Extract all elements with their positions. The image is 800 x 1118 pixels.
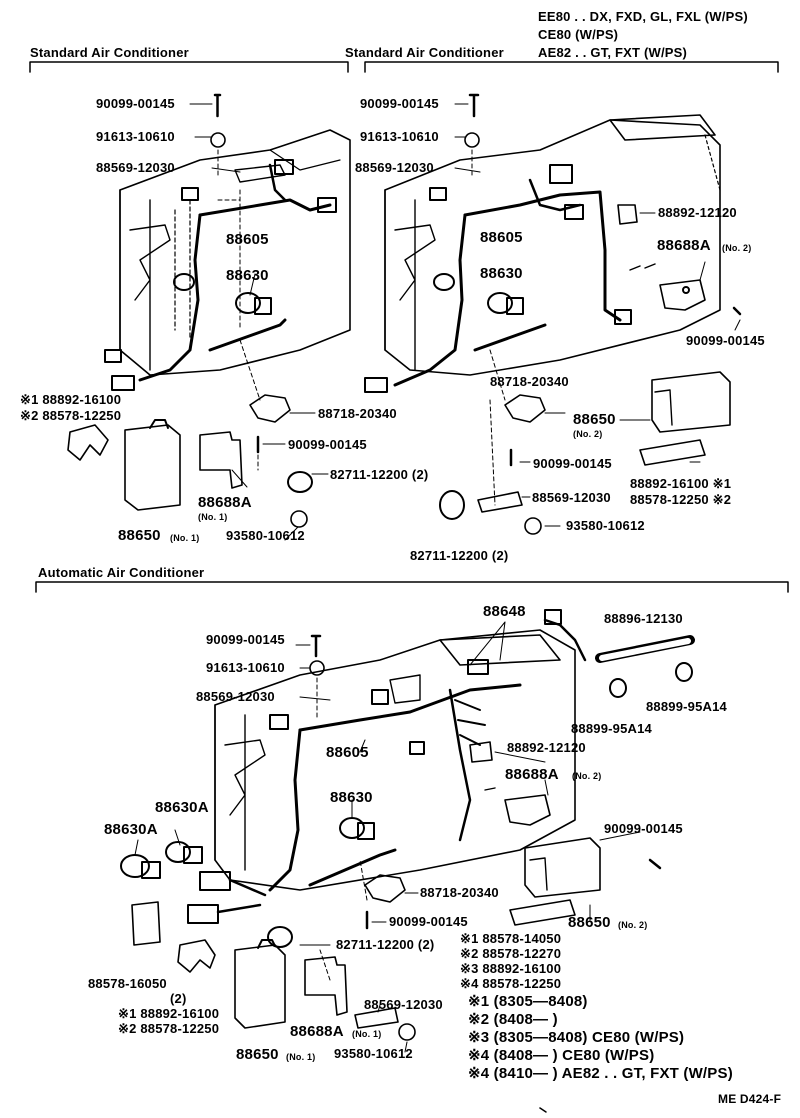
part-label: 88899-95A14	[571, 721, 652, 736]
part-label: (No. 1)	[198, 512, 228, 522]
right-section-title: Standard Air Conditioner	[345, 45, 504, 60]
part-label: 88650	[118, 527, 161, 544]
part-label: ※1 88892-16100	[20, 392, 122, 407]
part-label: 88688A	[198, 494, 252, 511]
part-label: 88650	[568, 914, 611, 931]
part-label: 90099-00145	[360, 96, 439, 111]
part-label: ※1 88892-16100	[118, 1006, 220, 1021]
bottom-section-title: Automatic Air Conditioner	[38, 565, 205, 580]
part-label: 88718-20340	[490, 374, 569, 389]
part-label: 88718-20340	[420, 885, 499, 900]
part-label: 90099-00145	[533, 456, 612, 471]
part-label: ※4 88578-12250	[460, 976, 562, 991]
part-label: 91613-10610	[206, 660, 285, 675]
part-label: 88630	[330, 789, 373, 806]
part-label: 82711-12200 (2)	[336, 937, 435, 952]
part-label: 88688A	[505, 766, 559, 783]
part-label: 88605	[480, 229, 523, 246]
part-label: 93580-10612	[334, 1046, 413, 1061]
part-label: 88578-16050	[88, 976, 167, 991]
date-note: ※3 (8305—8408) CE80 (W/PS)	[468, 1029, 685, 1046]
part-label: (No. 2)	[722, 243, 752, 253]
header-models-line1: EE80 . . DX, FXD, GL, FXL (W/PS)	[538, 9, 748, 24]
part-label: 88896-12130	[604, 611, 683, 626]
left-section-title: Standard Air Conditioner	[30, 45, 189, 60]
right-ac-unit	[364, 93, 742, 535]
part-label: 88892-12120	[658, 205, 737, 220]
part-label: (No. 2)	[572, 771, 602, 781]
part-label: 88892-16100 ※1	[630, 476, 732, 491]
date-note: ※4 (8410— ) AE82 . . GT, FXT (W/PS)	[468, 1065, 733, 1082]
part-label: 90099-00145	[288, 437, 367, 452]
part-label: 88569-12030	[96, 160, 175, 175]
date-note: ※1 (8305—8408)	[468, 993, 588, 1010]
date-note: ※4 (8408— ) CE80 (W/PS)	[468, 1047, 655, 1064]
part-label: ※3 88892-16100	[460, 961, 562, 976]
part-label: (No. 2)	[573, 429, 603, 439]
part-label: 88605	[326, 744, 369, 761]
header-models-line3: AE82 . . GT, FXT (W/PS)	[538, 45, 688, 60]
part-label: 91613-10610	[360, 129, 439, 144]
part-label: 82711-12200 (2)	[330, 467, 429, 482]
part-label: 90099-00145	[686, 333, 765, 348]
part-label: 88688A	[290, 1023, 344, 1040]
part-label: 88892-12120	[507, 740, 586, 755]
section-brackets	[29, 61, 789, 593]
part-label: 88650	[236, 1046, 279, 1063]
part-label: ※2 88578-12250	[118, 1021, 220, 1036]
part-label: ※2 88578-12250	[20, 408, 122, 423]
part-label: 93580-10612	[226, 528, 305, 543]
part-label: 88630	[226, 267, 269, 284]
header-models-line2: CE80 (W/PS)	[538, 27, 619, 42]
part-label: 88630A	[155, 799, 209, 816]
part-label: 88688A	[657, 237, 711, 254]
part-label: (No. 2)	[618, 920, 648, 930]
part-label: 88648	[483, 603, 526, 620]
part-label: 93580-10612	[566, 518, 645, 533]
part-label: 88630	[480, 265, 523, 282]
left-ac-unit	[67, 93, 351, 541]
part-label: ※2 88578-12270	[460, 946, 562, 961]
part-label: 90099-00145	[389, 914, 468, 929]
diagram-code: ME D424-F	[718, 1092, 782, 1106]
date-note: ※2 (8408— )	[468, 1011, 558, 1028]
part-label: 88899-95A14	[646, 699, 727, 714]
part-label: 88718-20340	[318, 406, 397, 421]
part-label: (No. 1)	[286, 1052, 316, 1062]
part-label: 88569-12030	[355, 160, 434, 175]
part-label: 82711-12200 (2)	[410, 548, 509, 563]
part-label: 88569-12030	[196, 689, 275, 704]
part-label: 88650	[573, 411, 616, 428]
part-label: 88605	[226, 231, 269, 248]
part-label: 88569-12030	[364, 997, 443, 1012]
part-label: (No. 1)	[352, 1029, 382, 1039]
automatic-ac-unit	[120, 609, 695, 1053]
part-label: ※1 88578-14050	[460, 931, 562, 946]
part-label: (2)	[170, 991, 187, 1006]
part-label: 88630A	[104, 821, 158, 838]
part-label: 90099-00145	[96, 96, 175, 111]
part-label: 88569-12030	[532, 490, 611, 505]
part-label: 90099-00145	[604, 821, 683, 836]
part-label: (No. 1)	[170, 533, 200, 543]
part-label: 90099-00145	[206, 632, 285, 647]
part-label: 91613-10610	[96, 129, 175, 144]
part-label: 88578-12250 ※2	[630, 492, 732, 507]
